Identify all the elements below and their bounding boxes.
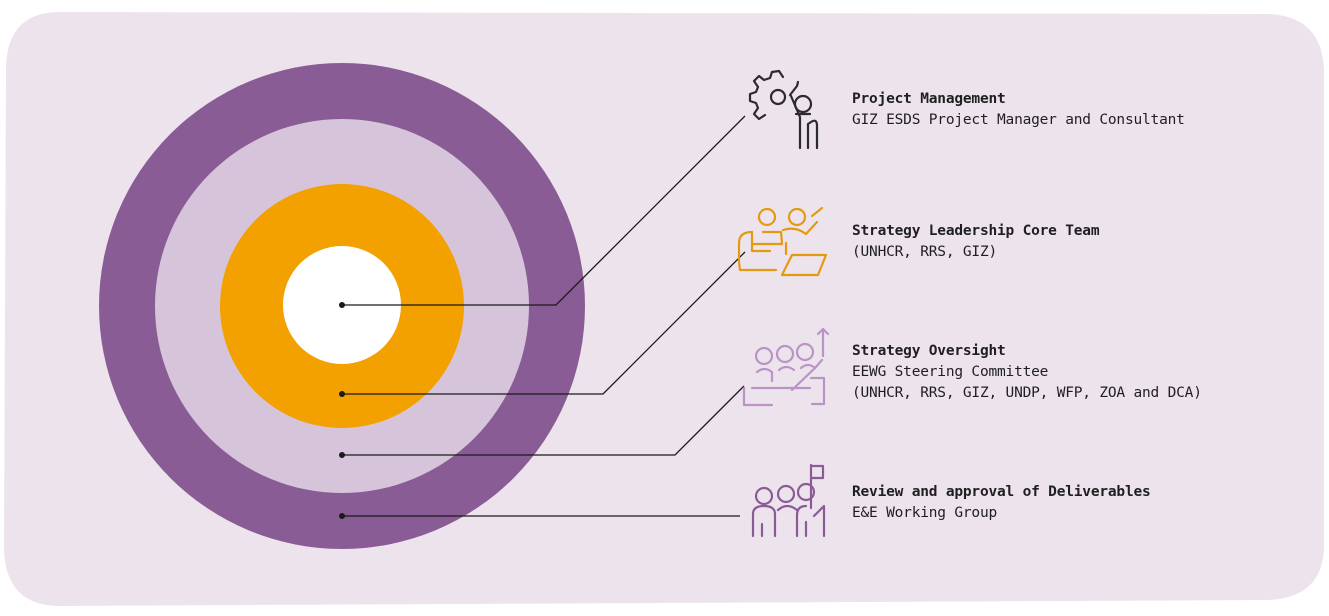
connector-dot-project (339, 302, 345, 308)
layer-detail: (UNHCR, RRS, GIZ, UNDP, WFP, ZOA and DCA… (852, 385, 1202, 401)
layer-title: Strategy Oversight (852, 343, 1006, 359)
layer-title: Project Management (852, 91, 1006, 107)
layer-label-review-approval: Review and approval of Deliverables E&E … (852, 482, 1151, 524)
connector-strategy-oversight (342, 385, 745, 456)
layer-label-project-management: Project Management GIZ ESDS Project Mana… (852, 89, 1185, 131)
connector-dot-leadership (339, 391, 345, 397)
group-growth-arrow-icon (742, 327, 830, 407)
connector-project-management (342, 115, 746, 306)
group-flag-icon (751, 463, 826, 538)
connector-strategy-leadership (342, 251, 746, 395)
layer-label-strategy-oversight: Strategy Oversight EEWG Steering Committ… (852, 341, 1202, 404)
layer-title: Strategy Leadership Core Team (852, 223, 1100, 239)
layer-detail: E&E Working Group (852, 505, 998, 521)
gear-hand-raised-icon (748, 69, 819, 150)
connector-dot-oversight (339, 452, 345, 458)
team-laptop-presentation-icon (737, 206, 828, 277)
layer-detail: (UNHCR, RRS, GIZ) (852, 244, 998, 260)
layer-label-strategy-leadership: Strategy Leadership Core Team (UNHCR, RR… (852, 221, 1100, 263)
layer-detail: EEWG Steering Committee (852, 364, 1049, 380)
layer-title: Review and approval of Deliverables (852, 484, 1151, 500)
connector-dot-review (339, 513, 345, 519)
layer-detail: GIZ ESDS Project Manager and Consultant (852, 112, 1185, 128)
